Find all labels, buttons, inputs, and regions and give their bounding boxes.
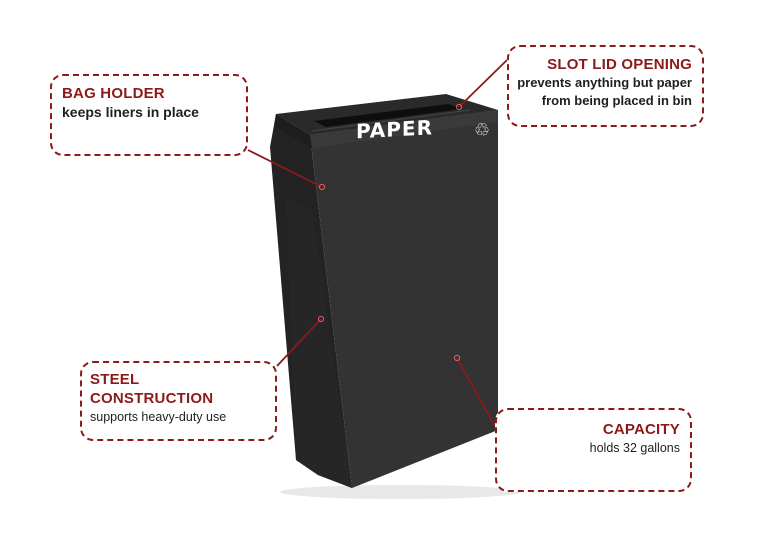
- leader-line-slot-lid: [458, 59, 508, 108]
- callout-steel-construction: STEEL CONSTRUCTION supports heavy-duty u…: [80, 361, 277, 441]
- recycle-icon: ♲: [474, 120, 490, 141]
- marker-dot-bag-holder: [318, 183, 326, 191]
- callout-title-line1: STEEL: [90, 371, 140, 388]
- bin-lid-front-band: [310, 110, 498, 148]
- callout-title: CAPACITY: [602, 421, 680, 438]
- callout-title-line2: CONSTRUCTION: [90, 390, 214, 407]
- bin-lid-left-band: [274, 114, 312, 148]
- callout-slot-lid: SLOT LID OPENING prevents anything but p…: [507, 45, 704, 127]
- callout-description: holds 32 gallons: [589, 441, 680, 455]
- bin-left-lower-panel: [286, 195, 352, 488]
- leader-line-capacity: [456, 357, 498, 431]
- floor-shadow: [280, 485, 520, 499]
- leader-line-steel: [276, 318, 322, 367]
- callout-description-line1: prevents anything but paper: [517, 75, 692, 90]
- callout-capacity: CAPACITY holds 32 gallons: [495, 408, 692, 492]
- callout-description-line2: from being placed in bin: [541, 93, 692, 108]
- paper-label: PAPER: [356, 115, 433, 143]
- marker-dot-slot-lid: [455, 103, 463, 111]
- bin-front-face: [310, 110, 498, 488]
- slot-opening: [314, 104, 462, 127]
- callout-description: supports heavy-duty use: [90, 410, 227, 424]
- leader-line-bag-holder: [247, 149, 323, 188]
- marker-dot-steel: [317, 315, 325, 323]
- callout-description: keeps liners in place: [62, 104, 199, 120]
- callout-title: BAG HOLDER: [62, 85, 165, 102]
- callout-title: SLOT LID OPENING: [547, 56, 692, 73]
- callout-bag-holder: BAG HOLDER keeps liners in place: [50, 74, 248, 156]
- marker-dot-capacity: [453, 354, 461, 362]
